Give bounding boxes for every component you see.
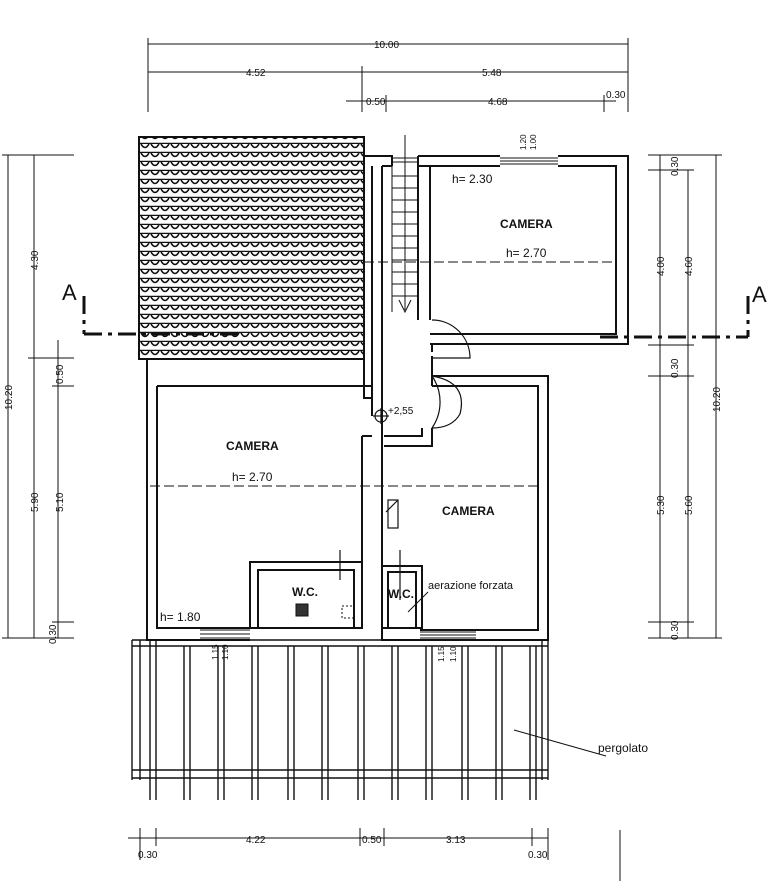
dim-top-c: 0.30 bbox=[606, 90, 626, 101]
dim-bot-e: 0.30 bbox=[528, 850, 548, 861]
aeration-note: aerazione forzata bbox=[428, 580, 514, 592]
dim-bot-b: 4.22 bbox=[246, 835, 266, 846]
dim-top-b: 4.68 bbox=[488, 97, 508, 108]
room-camera-left-name: CAMERA bbox=[226, 439, 279, 453]
dim-right-h: 0.30 bbox=[670, 620, 681, 640]
ceiling-lines bbox=[150, 261, 614, 487]
room-wc-1-name: W.C. bbox=[292, 585, 318, 599]
dim-win-br-b: 1.10 bbox=[449, 646, 458, 662]
dim-left-f: 0.30 bbox=[48, 624, 59, 644]
wc-fixture-hatched bbox=[295, 603, 309, 617]
wc-fixture-dashed bbox=[341, 605, 355, 619]
pergola-label: pergolato bbox=[598, 741, 648, 755]
wc-2-walls bbox=[381, 565, 423, 629]
room-camera-left-note: h= 1.80 bbox=[160, 610, 201, 624]
left-dimensions bbox=[2, 154, 74, 639]
pergola bbox=[131, 639, 549, 800]
dim-bot-a: 0.30 bbox=[138, 850, 158, 861]
section-label-left: A bbox=[62, 280, 77, 305]
doors bbox=[339, 319, 471, 600]
dim-win-bl-b: 1.10 bbox=[221, 644, 230, 660]
dim-window-top-a: 1.20 bbox=[519, 134, 528, 150]
wc-1-walls bbox=[249, 561, 363, 629]
bottom-dimensions bbox=[128, 828, 621, 881]
dim-bot-d: 3.13 bbox=[446, 835, 466, 846]
room-wc-2-name: W.C. bbox=[388, 587, 414, 601]
dim-right-b: 4.00 bbox=[656, 256, 667, 276]
dim-window-top-b: 1.00 bbox=[529, 134, 538, 150]
dim-right-c: 4.60 bbox=[684, 256, 695, 276]
level-marker bbox=[373, 408, 389, 424]
dim-right-g: 5.60 bbox=[684, 495, 695, 515]
level-value: +2,55 bbox=[388, 406, 414, 417]
dim-left-b: 0.50 bbox=[55, 364, 66, 384]
section-line bbox=[82, 296, 750, 339]
dim-right-d: 0.30 bbox=[670, 358, 681, 378]
room-camera-top-name: CAMERA bbox=[500, 217, 553, 231]
room-camera-top-note: h= 2.30 bbox=[452, 172, 493, 186]
dim-right-f: 5.30 bbox=[656, 495, 667, 515]
room-camera-left-height: h= 2.70 bbox=[232, 470, 273, 484]
windows bbox=[200, 157, 558, 639]
right-dimensions bbox=[648, 154, 722, 639]
dim-win-bl-a: 1.15 bbox=[211, 644, 220, 660]
dim-win-br-a: 1.15 bbox=[437, 646, 446, 662]
dim-top-a: 0.50 bbox=[366, 97, 386, 108]
room-camera-top-height: h= 2.70 bbox=[506, 246, 547, 260]
dim-left-d: 5.90 bbox=[30, 492, 41, 512]
dim-top-total: 10.00 bbox=[374, 40, 399, 51]
dim-top-right: 5.48 bbox=[482, 68, 502, 79]
dim-right-e: 10.20 bbox=[712, 387, 723, 412]
dim-bot-c: 0.50 bbox=[362, 835, 382, 846]
section-label-right: A bbox=[752, 282, 767, 307]
room-camera-right-name: CAMERA bbox=[442, 504, 495, 518]
dim-top-left: 4.52 bbox=[246, 68, 266, 79]
pergola-leader bbox=[513, 729, 607, 757]
dim-right-a: 0.30 bbox=[670, 156, 681, 176]
dim-left-c: 10.20 bbox=[4, 385, 15, 410]
dim-left-a: 4.30 bbox=[30, 250, 41, 270]
roof-tiles bbox=[138, 136, 365, 360]
dim-left-e: 5.10 bbox=[55, 492, 66, 512]
aeration-leader bbox=[407, 591, 429, 613]
stairs bbox=[391, 135, 419, 314]
top-dimensions bbox=[147, 38, 629, 112]
